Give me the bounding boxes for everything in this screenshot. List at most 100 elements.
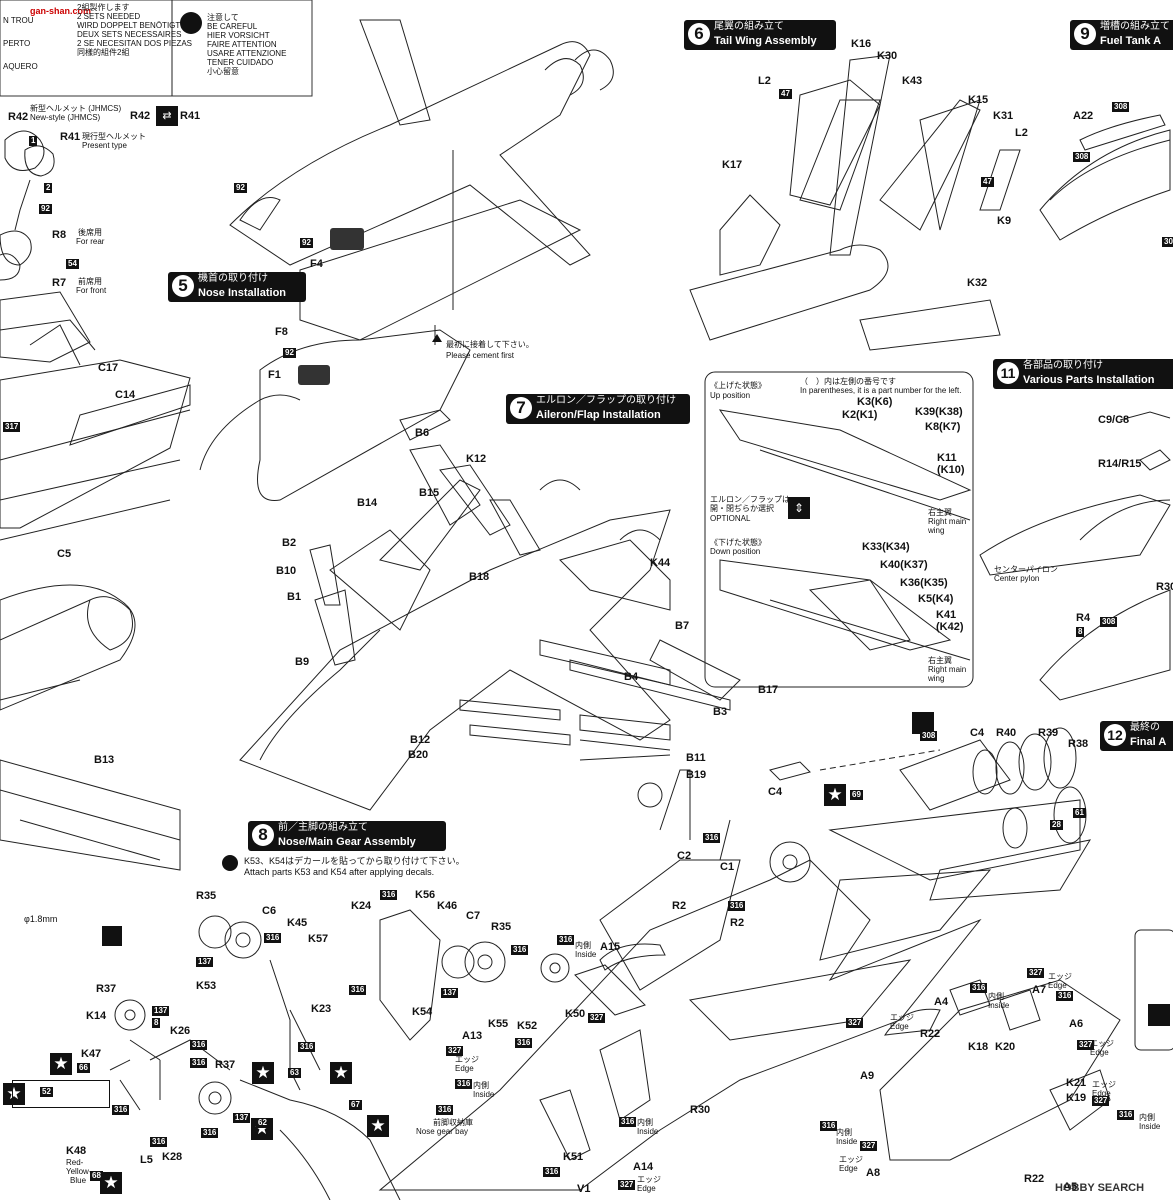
- part-label: K12: [466, 453, 487, 465]
- part-label: K56: [415, 889, 436, 901]
- caution-right-line: BE CAREFUL: [207, 22, 258, 31]
- paint-code: 327: [1027, 968, 1045, 978]
- part-label: K41: [936, 609, 957, 621]
- star-icon: ★: [3, 1083, 25, 1105]
- helmet-new-en: New-style (JHMCS): [30, 113, 101, 122]
- paint-code: 316: [455, 1079, 473, 1089]
- part-label: B11: [686, 752, 706, 764]
- decal-icon: [1148, 1004, 1170, 1026]
- edge-en-7: Edge: [890, 1022, 909, 1031]
- caution-left-line: 2組製作します: [77, 3, 130, 12]
- helmet-new-jp: 新型ヘルメット (JHMCS): [30, 104, 122, 113]
- edge-en-3: Edge: [1048, 981, 1067, 990]
- paint-code: 54: [66, 259, 79, 269]
- inside-en-5: Inside: [1139, 1122, 1161, 1131]
- caution-left-line: DEUX SETS NECESSAIRES: [77, 30, 182, 39]
- part-label: K3(K6): [857, 396, 893, 408]
- edge-jp: エッジ: [455, 1055, 479, 1064]
- part-label: R42: [8, 111, 29, 123]
- section-11-header: 11 各部品の取り付け Various Parts Installation: [993, 359, 1173, 389]
- decal-note-en: Attach parts K53 and K54 after applying …: [244, 867, 435, 877]
- section-title-jp: 機首の取り付け: [198, 273, 268, 284]
- part-label: K2(K1): [842, 409, 878, 421]
- part-label: K51: [563, 1151, 584, 1163]
- part-label: C17: [98, 362, 119, 374]
- part-label: R40: [996, 727, 1017, 739]
- optional-jp-2: 開・閉ぢらか選択: [710, 504, 774, 513]
- section-title-en: Aileron/Flap Installation: [536, 409, 661, 421]
- paint-code: 316: [511, 945, 529, 955]
- part-label: B12: [410, 734, 431, 746]
- part-label: B17: [758, 684, 779, 696]
- part-label: C7: [466, 910, 481, 922]
- part-f1-shape: [298, 365, 330, 385]
- red-label: Red-: [66, 1158, 84, 1167]
- part-label: K43: [902, 75, 923, 87]
- caution-right-line: 注意して: [207, 13, 239, 22]
- helmet-present-en: Present type: [82, 141, 127, 150]
- yellow-label: Yellow-: [66, 1167, 92, 1176]
- center-pylon-en: Center pylon: [994, 574, 1040, 583]
- paint-code: 66: [77, 1063, 90, 1073]
- paint-code: 63: [288, 1068, 301, 1078]
- caution-partial-2: PERTO: [3, 39, 31, 48]
- drill-size: φ1.8mm: [24, 914, 58, 924]
- part-label: K39(K38): [915, 406, 963, 418]
- part-label: R35: [196, 890, 217, 902]
- part-label: R37: [96, 983, 117, 995]
- star-icon: ★: [252, 1062, 274, 1084]
- part-label: A13: [462, 1030, 483, 1042]
- caution-icon: [180, 12, 202, 34]
- caution-partial-1: N TROU: [3, 16, 34, 25]
- part-label: B7: [675, 620, 690, 632]
- edge-en: Edge: [455, 1064, 474, 1073]
- paint-code: 316: [112, 1105, 130, 1115]
- part-label: K14: [86, 1010, 107, 1022]
- part-label: K5(K4): [918, 593, 954, 605]
- part-label: B2: [282, 537, 297, 549]
- section-6-header: 6 尾翼の組み立て Tail Wing Assembly: [684, 20, 836, 50]
- part-label: A15: [600, 941, 621, 953]
- star-icon: ★: [50, 1053, 72, 1075]
- edge-jp-7: エッジ: [890, 1013, 914, 1022]
- part-label: K11: [937, 452, 957, 464]
- paint-code: 47: [981, 177, 994, 187]
- section-9-header: 9 増槽の組み立て Fuel Tank A: [1070, 20, 1173, 50]
- caution-icon-small: [222, 855, 238, 871]
- section-5-header: 5 機首の取り付け Nose Installation: [168, 272, 306, 302]
- part-label: B20: [408, 749, 429, 761]
- part-label: R22: [1024, 1173, 1045, 1185]
- paint-code: 92: [234, 183, 247, 193]
- exchange-icon: ⇄: [156, 106, 178, 126]
- paint-code: 52: [40, 1087, 53, 1097]
- part-label: A6: [1069, 1018, 1084, 1030]
- paint-code: 30: [1162, 237, 1173, 247]
- part-label: C2: [677, 850, 692, 862]
- part-label: B13: [94, 754, 115, 766]
- part-label: C6: [262, 905, 277, 917]
- section-title-en: Fuel Tank A: [1100, 35, 1162, 47]
- section-number: 6: [688, 23, 710, 45]
- down-position-jp: 《下げた状態》: [710, 538, 766, 547]
- up-position-jp: 《上げた状態》: [710, 381, 766, 390]
- part-label: R22: [920, 1028, 941, 1040]
- paint-code: 316: [820, 1121, 838, 1131]
- section-8-header: 8 前／主脚の組み立て Nose/Main Gear Assembly: [248, 821, 446, 851]
- part-label: R35: [491, 921, 512, 933]
- blue-label: Blue: [70, 1176, 87, 1185]
- paint-code: 327: [860, 1141, 878, 1151]
- part-label: K54: [412, 1006, 433, 1018]
- for-front-en: For front: [76, 286, 107, 295]
- part-label: F1: [268, 369, 281, 381]
- part-label: C5: [57, 548, 72, 560]
- for-rear-en: For rear: [76, 237, 105, 246]
- part-label: R2: [730, 917, 745, 929]
- paint-code: 316: [264, 933, 282, 943]
- right-main-wing-en: Right main: [928, 517, 967, 526]
- part-label: R30: [1156, 581, 1173, 593]
- paint-code: 317: [3, 422, 21, 432]
- paint-code: 28: [1050, 820, 1063, 830]
- edge-jp-3: エッジ: [1048, 972, 1072, 981]
- edge-jp-5: エッジ: [1092, 1080, 1116, 1089]
